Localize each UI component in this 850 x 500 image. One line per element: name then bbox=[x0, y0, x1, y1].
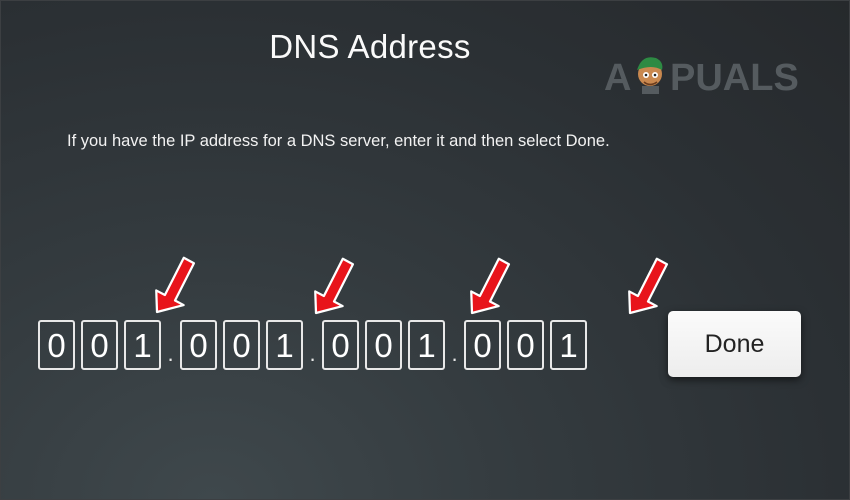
logo-text-right: PUALS bbox=[670, 57, 799, 99]
red-arrow-icon bbox=[155, 256, 196, 314]
ip-digit-field[interactable]: 0 bbox=[81, 320, 118, 370]
ip-octet-4[interactable]: 0 0 1 bbox=[464, 320, 587, 370]
ip-separator: . bbox=[167, 341, 174, 366]
ip-address-field[interactable]: 0 0 1 . 0 0 1 . 0 0 1 . 0 0 1 bbox=[38, 317, 587, 373]
ip-digit-field[interactable]: 0 bbox=[464, 320, 501, 370]
ip-digit-field[interactable]: 0 bbox=[365, 320, 402, 370]
instruction-text: If you have the IP address for a DNS ser… bbox=[67, 132, 610, 150]
watermark-logo: A PUALS bbox=[604, 52, 814, 102]
ip-digit-field[interactable]: 0 bbox=[322, 320, 359, 370]
ip-digit-field-highlighted[interactable]: 1 bbox=[124, 320, 161, 370]
done-button[interactable]: Done bbox=[668, 311, 801, 377]
ip-octet-3[interactable]: 0 0 1 bbox=[322, 320, 445, 370]
red-arrow-icon bbox=[628, 257, 669, 315]
red-arrow-icon bbox=[314, 257, 355, 315]
ip-octet-1[interactable]: 0 0 1 bbox=[38, 320, 161, 370]
ip-digit-field[interactable]: 0 bbox=[38, 320, 75, 370]
mascot-head-icon bbox=[637, 57, 663, 94]
ip-digit-field-highlighted[interactable]: 1 bbox=[266, 320, 303, 370]
ip-separator: . bbox=[451, 341, 458, 366]
page-title: DNS Address bbox=[269, 28, 471, 65]
ip-digit-field[interactable]: 0 bbox=[223, 320, 260, 370]
ip-digit-field-highlighted[interactable]: 1 bbox=[408, 320, 445, 370]
ip-digit-field-highlighted[interactable]: 1 bbox=[550, 320, 587, 370]
ip-octet-2[interactable]: 0 0 1 bbox=[180, 320, 303, 370]
ip-digit-field[interactable]: 0 bbox=[507, 320, 544, 370]
logo-text-left: A bbox=[604, 57, 631, 99]
ip-separator: . bbox=[309, 341, 316, 366]
ip-digit-field[interactable]: 0 bbox=[180, 320, 217, 370]
red-arrow-icon bbox=[470, 257, 511, 315]
